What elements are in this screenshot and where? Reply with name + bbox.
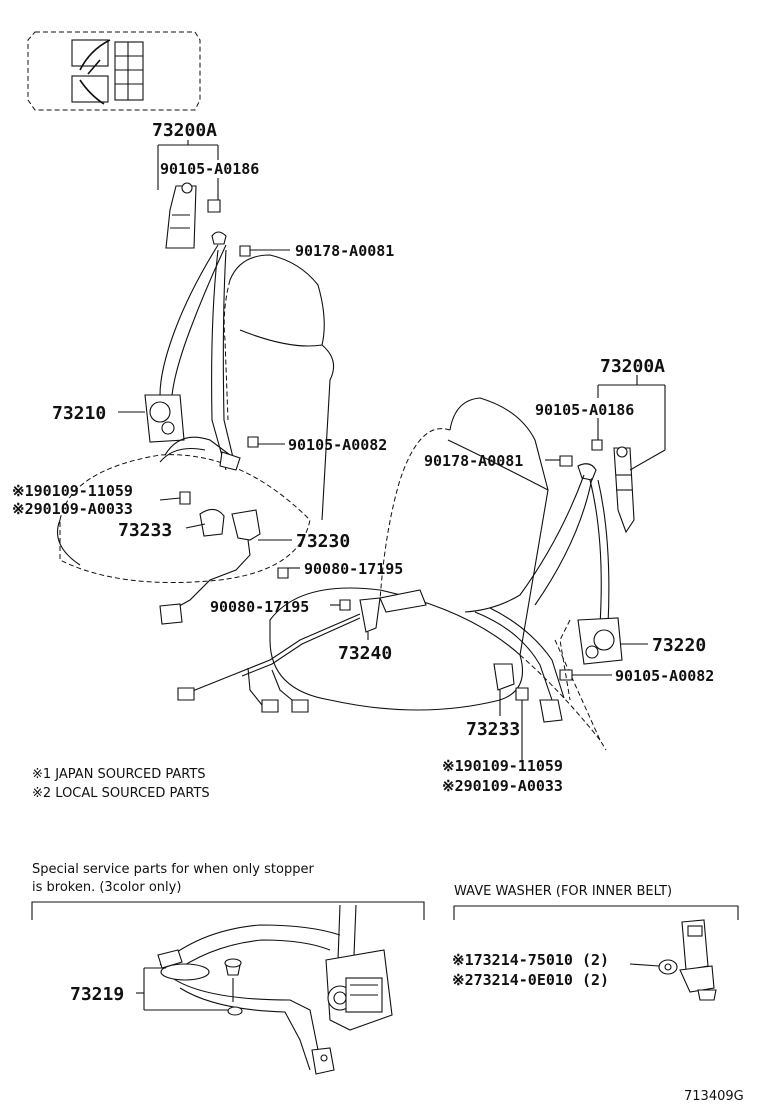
label-bolt-mid-right: 90105-A0082 <box>615 667 714 685</box>
label-anchor-bolt-right-1: ※190109-11059 <box>442 757 563 775</box>
label-73210: 73210 <box>52 403 106 424</box>
note-japan-sourced: ※1 JAPAN SOURCED PARTS <box>32 767 206 782</box>
label-73200A-right: 73200A <box>600 356 665 377</box>
label-73240: 73240 <box>338 643 392 664</box>
stopper-detail <box>136 904 393 1075</box>
label-anchor-bolt-left-1: ※190109-11059 <box>12 482 133 500</box>
right-belt-webbing <box>464 474 623 723</box>
vehicle-locator-inset <box>27 31 201 111</box>
wave-washer-bracket <box>453 905 739 920</box>
left-lower-parts <box>159 491 289 625</box>
label-anchor-bolt-left-2: ※290109-A0033 <box>12 500 133 518</box>
special-service-bracket <box>31 901 425 920</box>
note-special-service-line1: Special service parts for when only stop… <box>32 862 314 877</box>
label-73233-right: 73233 <box>466 719 520 740</box>
label-73220: 73220 <box>652 635 706 656</box>
label-bolt-mid-left: 90105-A0082 <box>288 436 387 454</box>
label-73219: 73219 <box>70 984 124 1005</box>
label-73230: 73230 <box>296 531 350 552</box>
note-wave-washer: WAVE WASHER (FOR INNER BELT) <box>454 884 672 899</box>
wave-washer-detail <box>629 919 717 1001</box>
label-washer-2: ※273214-0E010 (2) <box>452 971 609 989</box>
label-anchor-bolt-right-2: ※290109-A0033 <box>442 777 563 795</box>
left-belt-webbing <box>144 244 259 471</box>
label-bolt-top-right: 90105-A0186 <box>535 401 634 419</box>
label-bolt-top-left: 90105-A0186 <box>160 160 259 178</box>
note-local-sourced: ※2 LOCAL SOURCED PARTS <box>32 786 210 801</box>
label-nut-top-right: 90178-A0081 <box>424 452 523 470</box>
wiring-harness <box>177 613 361 713</box>
note-special-service-line2: is broken. (3color only) <box>32 880 181 895</box>
left-seat <box>56 254 335 583</box>
label-washer-1: ※173214-75010 (2) <box>452 951 609 969</box>
figure-id: 713409G <box>684 1089 744 1104</box>
center-buckle <box>339 589 529 701</box>
left-upper-anchor <box>165 182 251 257</box>
label-73233-left: 73233 <box>118 520 172 541</box>
label-nut-buckle-2: 90080-17195 <box>210 598 309 616</box>
leader-lines <box>118 140 666 760</box>
label-nut-buckle-1: 90080-17195 <box>304 560 403 578</box>
right-upper-anchor <box>559 439 635 534</box>
label-73200A-left: 73200A <box>152 120 217 141</box>
label-nut-top-left: 90178-A0081 <box>295 242 394 260</box>
